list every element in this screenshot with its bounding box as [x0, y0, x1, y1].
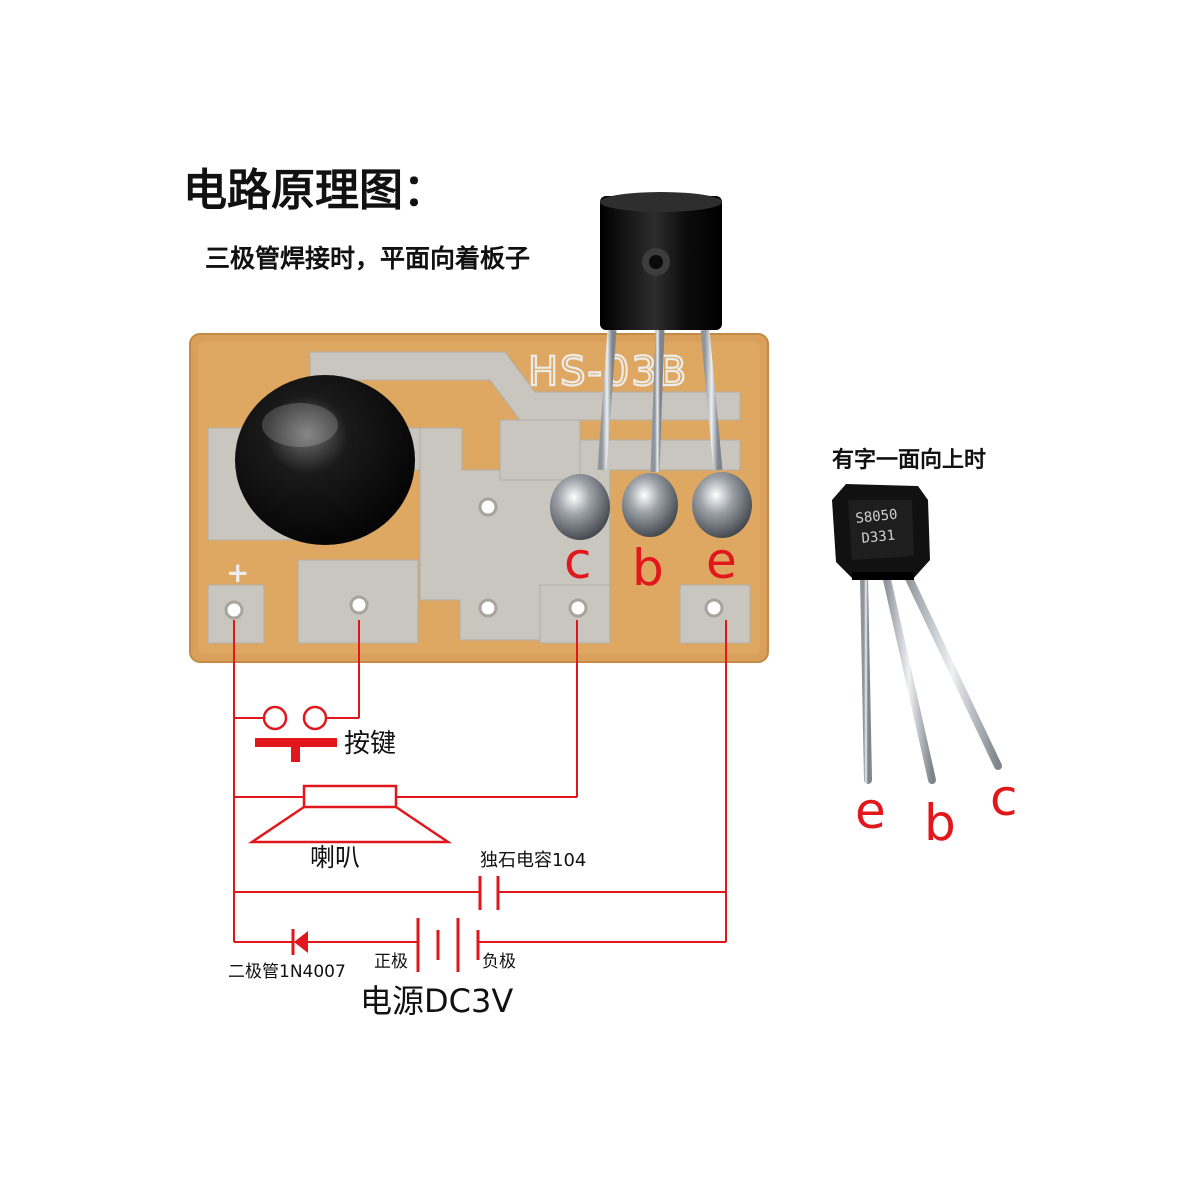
speaker-symbol [247, 784, 453, 844]
transistor-caption: 有字一面向上时 [832, 447, 986, 473]
transistor-photo [832, 484, 1002, 784]
transistor-marking-line1: S8050 [855, 507, 899, 527]
capacitor-label: 独石电容104 [480, 850, 586, 871]
board-pin-label-b: b [632, 539, 664, 597]
board-pin-label-e: e [706, 532, 737, 590]
mounted-transistor [597, 192, 723, 473]
capacitor-symbol [478, 876, 500, 910]
diode-label: 二极管1N4007 [228, 962, 346, 982]
power-label: 电源DC3V [360, 982, 513, 1020]
push-button-symbol [255, 705, 337, 762]
battery-positive-label: 正极 [374, 952, 408, 972]
cob-chip-blob [235, 375, 415, 545]
board-plus-sign: + [226, 556, 249, 589]
solder-joint-c [550, 474, 610, 540]
button-label: 按键 [344, 729, 396, 759]
photo-pin-label-b: b [924, 794, 956, 852]
solder-joint-b [622, 473, 678, 537]
solder-joint-e [692, 472, 752, 538]
battery-symbol [416, 918, 500, 972]
battery-negative-label: 负极 [482, 952, 516, 972]
speaker-label: 喇叭 [310, 843, 360, 872]
photo-pin-label-c: c [990, 769, 1018, 827]
pcb-board: HS-03B + [189, 333, 769, 663]
diode-symbol [291, 929, 308, 955]
board-pin-label-c: c [564, 532, 592, 590]
page-title: 电路原理图： [183, 165, 447, 216]
transistor-marking-line2: D331 [861, 528, 896, 547]
schematic-wires [233, 620, 727, 943]
instruction-text: 三极管焊接时，平面向着板子 [205, 244, 530, 273]
photo-pin-label-e: e [855, 782, 886, 840]
